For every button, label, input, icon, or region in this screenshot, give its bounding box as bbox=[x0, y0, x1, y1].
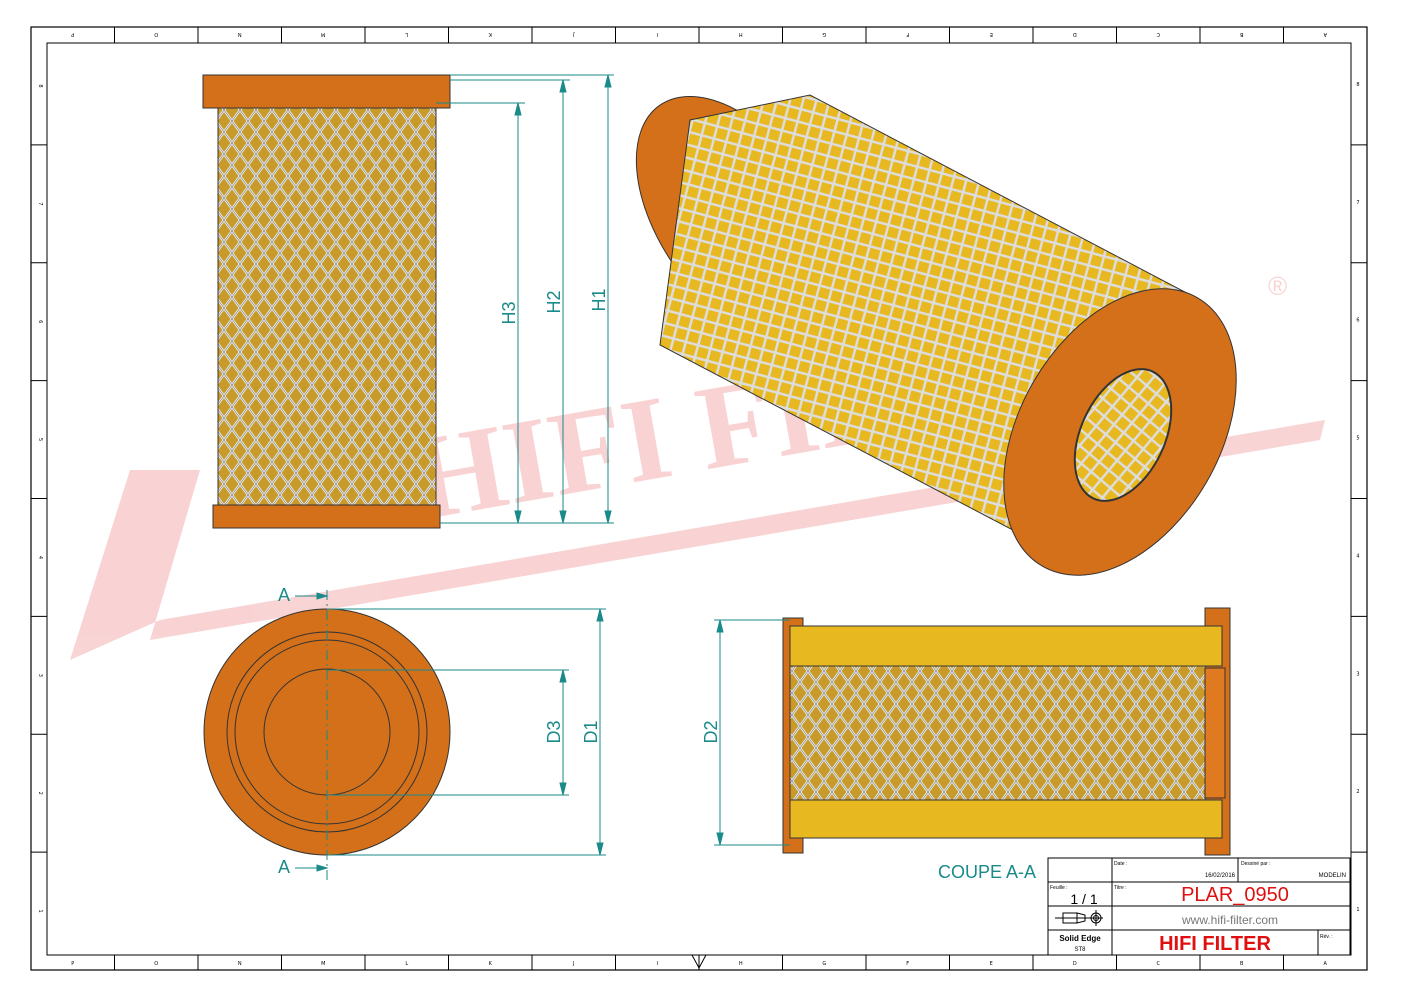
column-label-bottom: N bbox=[238, 961, 242, 967]
column-label-top: H bbox=[739, 31, 743, 37]
website: www.hifi-filter.com bbox=[1181, 913, 1278, 927]
title-label: Titre : bbox=[1114, 885, 1127, 891]
row-label-right: 4 bbox=[1356, 553, 1359, 559]
row-label-left: 5 bbox=[37, 438, 43, 441]
column-label-bottom: H bbox=[739, 961, 743, 967]
column-label-bottom: J bbox=[572, 961, 574, 967]
column-label-top: C bbox=[1156, 31, 1160, 37]
row-label-right: 2 bbox=[1356, 789, 1359, 795]
software-version: ST8 bbox=[1074, 947, 1086, 953]
column-label-bottom: E bbox=[990, 961, 993, 967]
row-label-right: 5 bbox=[1356, 436, 1359, 442]
watermark-registered: ® bbox=[1268, 271, 1287, 301]
column-label-top: O bbox=[154, 31, 158, 37]
sheet-value: 1 / 1 bbox=[1070, 891, 1097, 907]
column-label-top: A bbox=[1323, 31, 1327, 37]
dimension-h1: H1 bbox=[589, 288, 609, 311]
row-label-left: 6 bbox=[37, 320, 43, 323]
row-label-left: 2 bbox=[37, 792, 43, 795]
projection-symbol-icon bbox=[1055, 910, 1103, 926]
title-block: Date : 16/02/2016 Dessiné par : MODELIN … bbox=[1047, 857, 1351, 956]
row-label-left: 1 bbox=[37, 909, 43, 912]
row-label-right: 1 bbox=[1356, 907, 1359, 913]
column-label-top: G bbox=[822, 31, 826, 37]
row-label-right: 8 bbox=[1356, 82, 1359, 88]
column-label-top: D bbox=[1073, 31, 1077, 37]
column-label-bottom: F bbox=[906, 961, 909, 967]
column-label-bottom: C bbox=[1157, 961, 1161, 967]
row-label-left: 7 bbox=[37, 202, 43, 205]
column-label-top: J bbox=[573, 31, 575, 37]
column-label-top: F bbox=[906, 31, 909, 37]
column-label-bottom: O bbox=[154, 961, 158, 967]
date-label: Date : bbox=[1114, 861, 1127, 867]
column-label-bottom: K bbox=[489, 961, 493, 967]
revision-label: Rév. : bbox=[1320, 934, 1333, 940]
column-label-bottom: L bbox=[405, 961, 408, 967]
date-value: 16/02/2016 bbox=[1205, 873, 1236, 879]
row-label-right: 7 bbox=[1356, 200, 1359, 206]
sheet-label: Feuille : bbox=[1050, 885, 1068, 891]
center-mark-icon bbox=[691, 954, 707, 970]
dimension-d1: D1 bbox=[581, 720, 601, 743]
border-ticks: P P O O N N M M L L K K J J I I H H G G F F E E D D C C B B A A 8 8 7 7 6 6 5 5… bbox=[31, 27, 1367, 970]
row-label-left: 4 bbox=[37, 556, 43, 559]
drawn-by-label: Dessiné par : bbox=[1241, 861, 1270, 867]
drawn-by-value: MODELIN bbox=[1319, 873, 1346, 879]
column-label-top: K bbox=[488, 31, 492, 37]
column-label-top: I bbox=[657, 31, 658, 37]
row-label-left: 3 bbox=[37, 674, 43, 677]
column-label-top: E bbox=[990, 31, 993, 37]
software-name: Solid Edge bbox=[1059, 934, 1101, 943]
column-label-top: L bbox=[405, 31, 408, 37]
section-marker-top: A bbox=[278, 585, 290, 605]
column-label-top: N bbox=[238, 31, 242, 37]
column-label-top: M bbox=[321, 31, 325, 37]
company-name: HIFI FILTER bbox=[1159, 933, 1271, 955]
column-label-top: B bbox=[1239, 31, 1243, 37]
row-label-right: 6 bbox=[1356, 318, 1359, 324]
dimension-d2: D2 bbox=[701, 720, 721, 743]
column-label-bottom: B bbox=[1240, 961, 1244, 967]
section-label: COUPE A-A bbox=[938, 862, 1036, 882]
column-label-bottom: D bbox=[1073, 961, 1077, 967]
isometric-view bbox=[635, 94, 1237, 576]
front-view: H3 H2 H1 bbox=[202, 74, 614, 529]
column-label-bottom: I bbox=[657, 961, 658, 967]
column-label-bottom: A bbox=[1324, 961, 1328, 967]
section-view: D2 bbox=[701, 607, 1231, 856]
row-label-right: 3 bbox=[1356, 671, 1359, 677]
dimension-h2: H2 bbox=[544, 290, 564, 313]
column-label-bottom: G bbox=[822, 961, 826, 967]
column-label-top: P bbox=[71, 31, 74, 37]
drawing-title: PLAR_0950 bbox=[1181, 884, 1289, 906]
dimension-h3: H3 bbox=[499, 301, 519, 324]
end-view: A A D1 D3 bbox=[203, 585, 606, 880]
row-label-left: 8 bbox=[37, 84, 43, 87]
section-marker-bottom: A bbox=[278, 857, 290, 877]
column-label-bottom: M bbox=[321, 961, 325, 967]
dimension-d3: D3 bbox=[544, 720, 564, 743]
column-label-bottom: P bbox=[71, 961, 74, 967]
